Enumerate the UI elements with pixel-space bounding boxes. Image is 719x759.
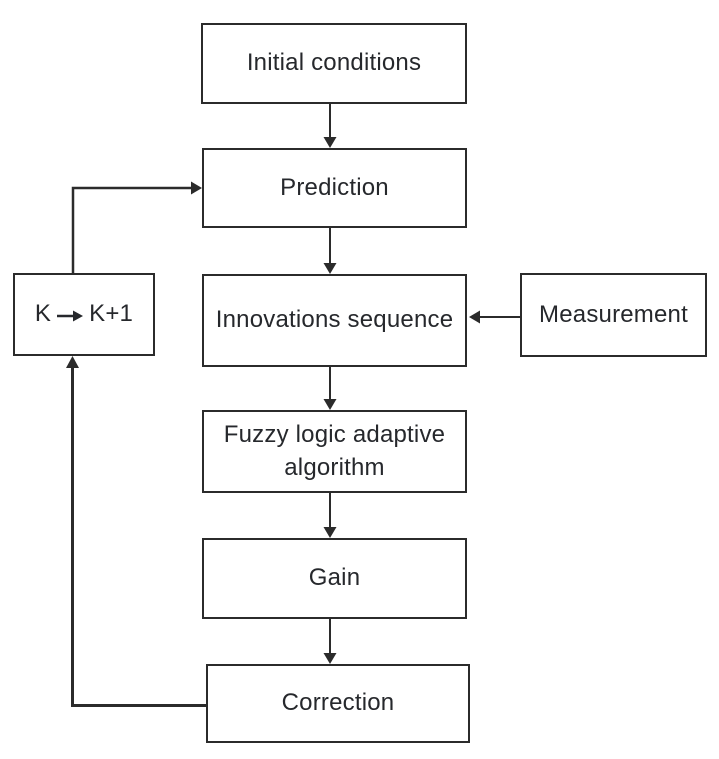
node-measurement: Measurement: [520, 273, 707, 357]
edge-fuzzy-to-gain: [323, 493, 337, 538]
node-gain: Gain: [202, 538, 467, 619]
arrowhead-down-icon: [323, 137, 337, 148]
node-label: K: [34, 300, 52, 328]
edge-initial-to-prediction: [323, 104, 337, 148]
right-arrow-icon: [57, 310, 84, 321]
edge-measurement-to-innovations: [469, 310, 520, 324]
edge-prediction-to-innovations: [323, 228, 337, 274]
node-label: Fuzzy logic adaptive algorithm: [223, 421, 446, 481]
arrowhead-down-icon: [323, 399, 337, 410]
node-label: Innovations sequence: [215, 306, 454, 334]
node-innovations-sequence: Innovations sequence: [202, 274, 467, 367]
edge-correction-to-k-increment: [66, 356, 206, 707]
node-initial-conditions: Initial conditions: [201, 23, 467, 104]
node-label: Initial conditions: [246, 49, 422, 77]
node-label: Prediction: [280, 173, 389, 201]
arrowhead-right-icon: [191, 181, 202, 195]
arrowhead-up-icon: [66, 356, 79, 368]
edge-k-increment-to-prediction: [71, 181, 202, 273]
node-label: K+1: [89, 300, 134, 328]
node-correction: Correction: [206, 664, 470, 743]
node-label: Gain: [308, 564, 361, 592]
edge-gain-to-correction: [323, 619, 337, 664]
arrowhead-down-icon: [323, 263, 337, 274]
node-k-increment: K K+1: [13, 273, 155, 356]
arrowhead-down-icon: [323, 527, 337, 538]
arrowhead-left-icon: [469, 310, 480, 324]
node-label: Correction: [281, 689, 395, 717]
node-prediction: Prediction: [202, 148, 467, 228]
edge-innovations-to-fuzzy: [323, 367, 337, 410]
node-fuzzy-logic-adaptive-algorithm: Fuzzy logic adaptive algorithm: [202, 410, 467, 493]
node-label: Measurement: [539, 300, 688, 328]
arrowhead-down-icon: [323, 653, 337, 664]
